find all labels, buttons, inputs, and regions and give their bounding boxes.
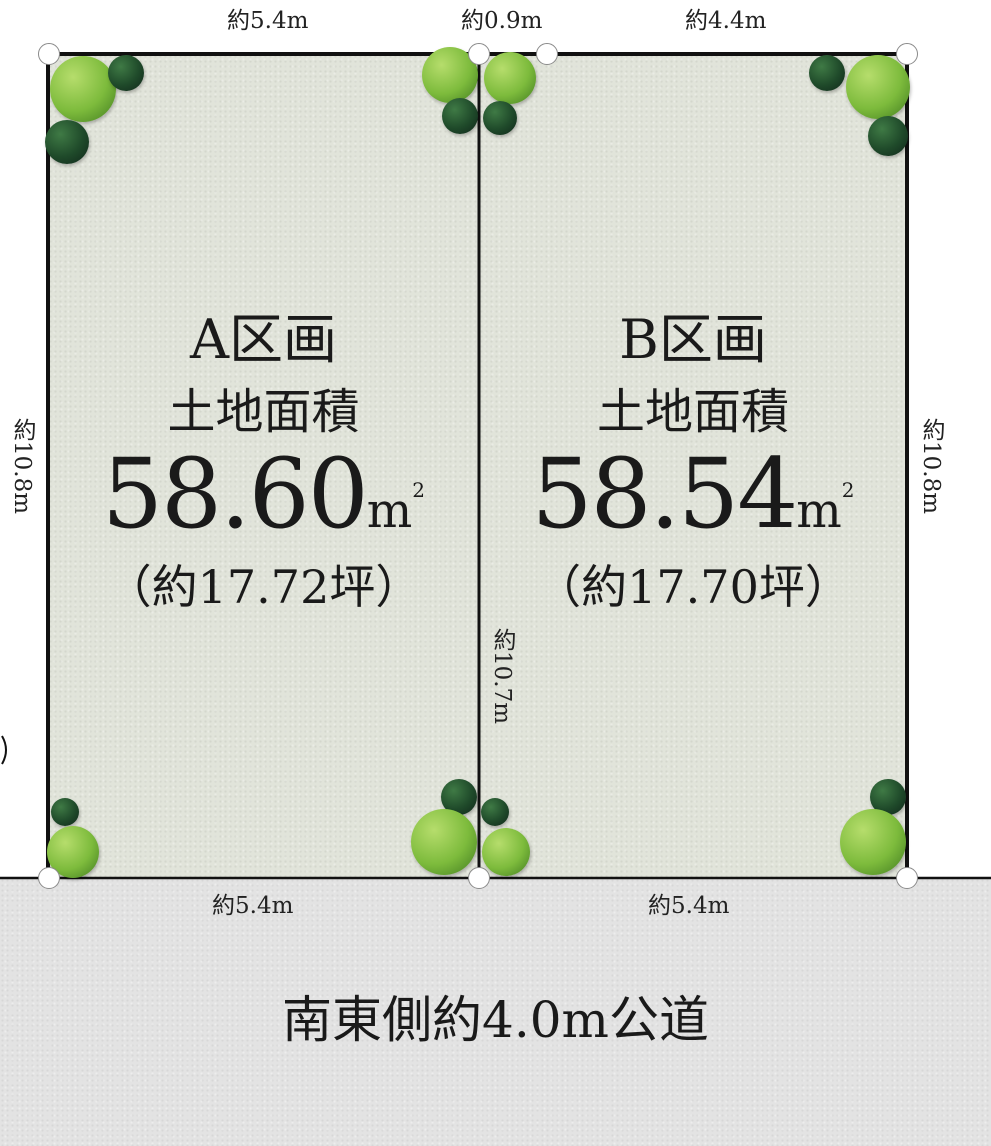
right-side-dimension: 約10.8m bbox=[918, 418, 944, 515]
top-dimension-a: 約5.4m bbox=[227, 8, 309, 34]
lot-a-area-value-row: 58.60m2 bbox=[48, 442, 479, 559]
bottom-dimension-a: 約5.4m bbox=[212, 893, 294, 919]
lot-a-area-label: 土地面積 bbox=[167, 384, 360, 440]
lot-b-area-value: 58.54 bbox=[531, 438, 798, 550]
tree-icon bbox=[840, 809, 906, 875]
tree-icon bbox=[45, 120, 89, 164]
middle-boundary-dimension: 約10.7m bbox=[489, 628, 515, 725]
vertex-marker bbox=[38, 43, 60, 65]
vertex-marker bbox=[38, 867, 60, 889]
tree-icon bbox=[809, 55, 845, 91]
top-dimension-gap: 約0.9m bbox=[461, 8, 543, 34]
lot-a-label: A区画 土地面積 58.60m2 （約17.72坪） bbox=[48, 308, 479, 615]
top-dimension-b: 約4.4m bbox=[685, 8, 767, 34]
road-area bbox=[0, 878, 991, 1146]
tree-icon bbox=[846, 55, 910, 119]
vertex-marker bbox=[536, 43, 558, 65]
tree-icon bbox=[108, 55, 144, 91]
left-side-dimension: 約10.8m bbox=[9, 418, 35, 515]
tree-icon bbox=[411, 809, 477, 875]
tree-icon bbox=[50, 56, 116, 122]
bottom-dimension-b: 約5.4m bbox=[648, 893, 730, 919]
vertex-marker bbox=[468, 867, 490, 889]
lot-a-area-unit: m2 bbox=[366, 478, 426, 539]
vertex-marker bbox=[896, 867, 918, 889]
lot-b-area-value-row: 58.54m2 bbox=[479, 442, 907, 559]
tree-icon bbox=[482, 828, 530, 876]
lot-a-area-value: 58.60 bbox=[101, 438, 369, 550]
lot-b-title: B区画 bbox=[619, 308, 767, 371]
road-label: 南東側約4.0m公道 bbox=[282, 991, 709, 1049]
tree-icon bbox=[51, 798, 79, 826]
vertex-marker bbox=[896, 43, 918, 65]
lot-b-area bbox=[479, 54, 907, 878]
tree-icon bbox=[868, 116, 908, 156]
vertex-marker bbox=[468, 43, 490, 65]
tree-icon bbox=[481, 798, 509, 826]
tree-icon bbox=[483, 101, 517, 135]
lot-b-label: B区画 土地面積 58.54m2 （約17.70坪） bbox=[479, 308, 907, 615]
lot-b-area-unit: m2 bbox=[796, 478, 855, 539]
lot-a-title: A区画 bbox=[190, 308, 337, 371]
lot-a-area bbox=[48, 54, 479, 878]
lot-b-tsubo: （約17.70坪） bbox=[535, 560, 851, 614]
tree-icon bbox=[442, 98, 478, 134]
lot-b-area-label: 土地面積 bbox=[596, 384, 789, 440]
tree-icon bbox=[484, 52, 536, 104]
lot-a-tsubo: （約17.72坪） bbox=[105, 560, 422, 614]
